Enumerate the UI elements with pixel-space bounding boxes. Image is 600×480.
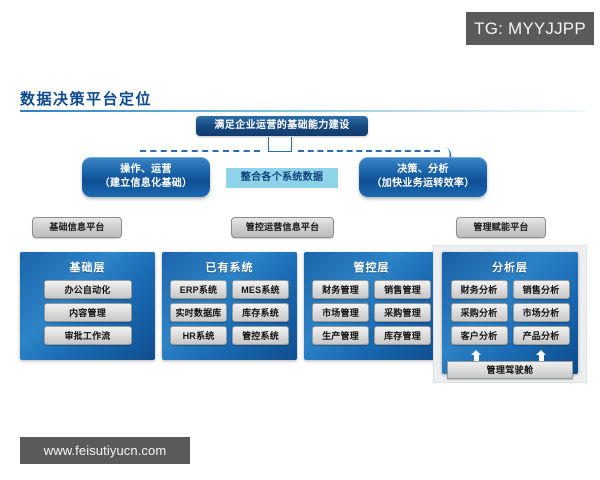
arrow-up-icon-stem: [474, 354, 479, 361]
pill-operations-line1: 操作、运营: [120, 164, 172, 175]
platform-label-basic: 基础信息平台: [32, 217, 122, 238]
platform-label-enable: 管理赋能平台: [456, 217, 546, 238]
panel-control-layer-title: 管控层: [353, 262, 390, 274]
panel-basic-layer: 基础层 办公自动化 内容管理 审批工作流: [20, 252, 155, 360]
list-item: 产品分析: [512, 326, 570, 345]
arrow-up-icon-head: [471, 350, 481, 355]
list-item: 库存管理: [374, 326, 431, 345]
panel-basic-layer-title: 基础层: [69, 262, 106, 274]
list-item: 市场管理: [312, 303, 369, 322]
panel-analysis-layer: 分析层 财务分析 销售分析 采购分析 市场分析 客户分析 产品分析: [442, 252, 578, 374]
site-watermark: www.feisutiyucn.com: [20, 437, 190, 464]
panel-existing-systems-title: 已有系统: [205, 262, 254, 274]
panel-control-layer-items: 财务管理 销售管理 市场管理 采购管理 生产管理 库存管理: [304, 280, 439, 345]
list-item: HR系统: [170, 326, 227, 345]
list-item: 市场分析: [512, 303, 570, 322]
panel-analysis-layer-items: 财务分析 销售分析 采购分析 市场分析 客户分析 产品分析: [442, 280, 578, 345]
list-item: 实时数据库: [170, 303, 227, 322]
list-item: 销售分析: [512, 280, 570, 299]
panel-existing-systems: 已有系统 ERP系统 MES系统 实时数据库 库存系统 HR系统 管控系统: [162, 252, 297, 360]
page-title: 数据决策平台定位: [20, 91, 153, 108]
list-item: 内容管理: [43, 303, 132, 322]
pill-operations: 操作、运营 （建立信息化基础）: [82, 157, 210, 197]
connector-line-left: [140, 150, 260, 152]
pill-decision-line2: （加快业务运转效率）: [371, 178, 475, 189]
list-item: 采购分析: [450, 303, 508, 322]
list-item: MES系统: [232, 280, 289, 299]
pill-decision-line1: 决策、分析: [397, 164, 449, 175]
list-item: 财务分析: [450, 280, 508, 299]
cockpit-bar: 管理驾驶舱: [447, 361, 573, 379]
arrow-up-icon-stem: [539, 354, 544, 361]
list-item: 销售管理: [374, 280, 431, 299]
panel-basic-layer-items: 办公自动化 内容管理 审批工作流: [20, 280, 155, 345]
pill-decision: 决策、分析 （加快业务运转效率）: [359, 157, 487, 197]
cockpit-arrows: [442, 350, 578, 361]
connector-line-right: [298, 150, 440, 152]
list-item: ERP系统: [170, 280, 227, 299]
center-integration-box: 整合各个系统数据: [226, 168, 338, 188]
list-item: 库存系统: [232, 303, 289, 322]
list-item: 审批工作流: [43, 326, 132, 345]
panel-control-layer: 管控层 财务管理 销售管理 市场管理 采购管理 生产管理 库存管理: [304, 252, 439, 360]
arrow-up-icon-head: [536, 350, 546, 355]
list-item: 客户分析: [450, 326, 508, 345]
list-item: 管控系统: [232, 326, 289, 345]
connector-notch: [268, 137, 292, 152]
panel-existing-systems-items: ERP系统 MES系统 实时数据库 库存系统 HR系统 管控系统: [162, 280, 297, 345]
panel-analysis-layer-title: 分析层: [492, 262, 528, 274]
banner-goal: 满足企业运营的基础能力建设: [196, 116, 368, 136]
list-item: 办公自动化: [43, 280, 132, 299]
pill-operations-line2: （建立信息化基础）: [99, 178, 193, 189]
platform-label-control: 管控运营信息平台: [231, 217, 334, 238]
dashed-connector: [140, 137, 458, 160]
list-item: 生产管理: [312, 326, 369, 345]
tg-watermark-badge: TG: MYYJJPP: [466, 12, 594, 45]
list-item: 财务管理: [312, 280, 369, 299]
list-item: 采购管理: [374, 303, 431, 322]
title-divider: [20, 110, 586, 112]
